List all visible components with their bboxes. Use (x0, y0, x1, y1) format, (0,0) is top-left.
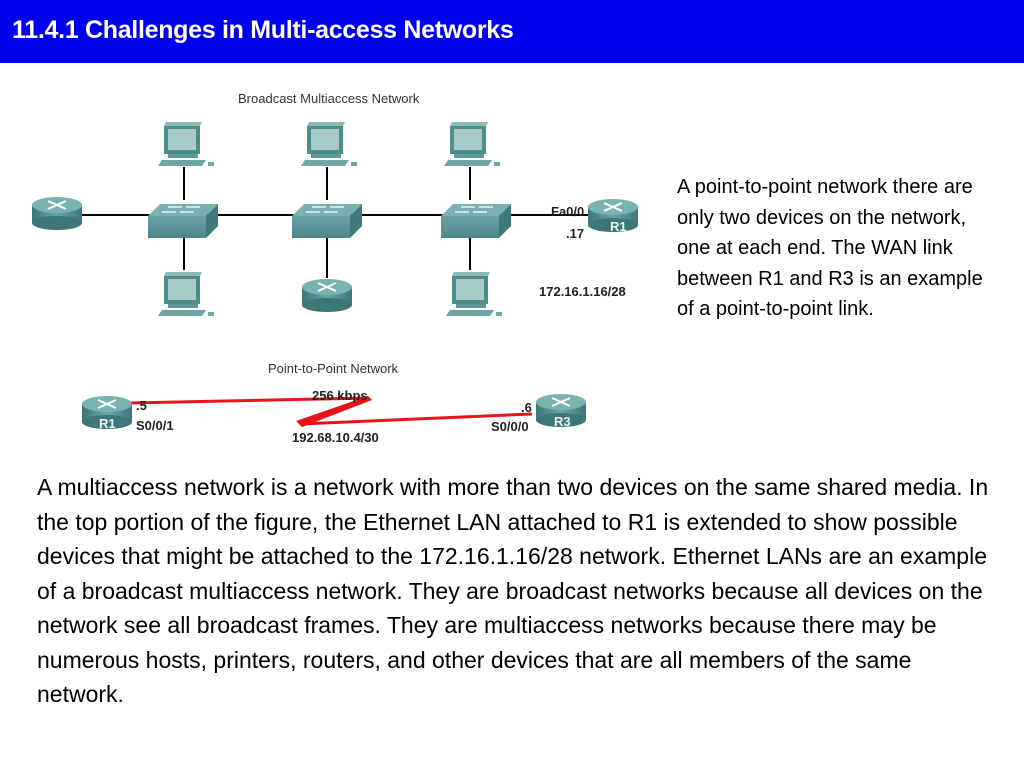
p2p-network-title: Point-to-Point Network (268, 361, 399, 376)
fa0-0-interface-label: Fa0/0 (551, 204, 584, 219)
lan-router-icon (302, 278, 352, 313)
network-diagram: Broadcast Multiaccess Network R1 Fa0/0 .… (32, 91, 638, 445)
switch-2-icon (292, 203, 362, 238)
switch-3-icon (441, 203, 511, 238)
page-title: 11.4.1 Challenges in Multi-access Networ… (12, 16, 514, 44)
pc-4-icon (158, 272, 214, 316)
switch-1-icon (148, 203, 218, 238)
serial-link-zigzag (296, 396, 372, 427)
pc-5-icon (446, 272, 502, 316)
fa0-0-ip-label: .17 (566, 226, 584, 241)
r3-serial-interface: S0/0/0 (491, 419, 529, 434)
pc-1-icon (158, 122, 214, 166)
p2p-r1-label: R1 (99, 416, 116, 431)
r3-serial-ip: .6 (521, 400, 532, 415)
r1-serial-ip: .5 (136, 398, 147, 413)
broadcast-network-title: Broadcast Multiaccess Network (238, 91, 420, 106)
link-network-label: 192.68.10.4/30 (292, 430, 379, 445)
link-bandwidth-label: 256 kbps (312, 388, 368, 403)
title-bar: 11.4.1 Challenges in Multi-access Networ… (0, 0, 1024, 63)
point-to-point-description: A point-to-point network there are only … (677, 176, 983, 320)
edge-router-icon (32, 196, 82, 231)
lan-network-label: 172.16.1.16/28 (539, 284, 626, 299)
pc-2-icon (301, 122, 357, 166)
r1-router-label: R1 (610, 219, 627, 234)
p2p-r3-label: R3 (554, 414, 571, 429)
r1-serial-interface: S0/0/1 (136, 418, 174, 433)
multiaccess-description: A multiaccess network is a network with … (37, 474, 989, 707)
pc-3-icon (444, 122, 500, 166)
